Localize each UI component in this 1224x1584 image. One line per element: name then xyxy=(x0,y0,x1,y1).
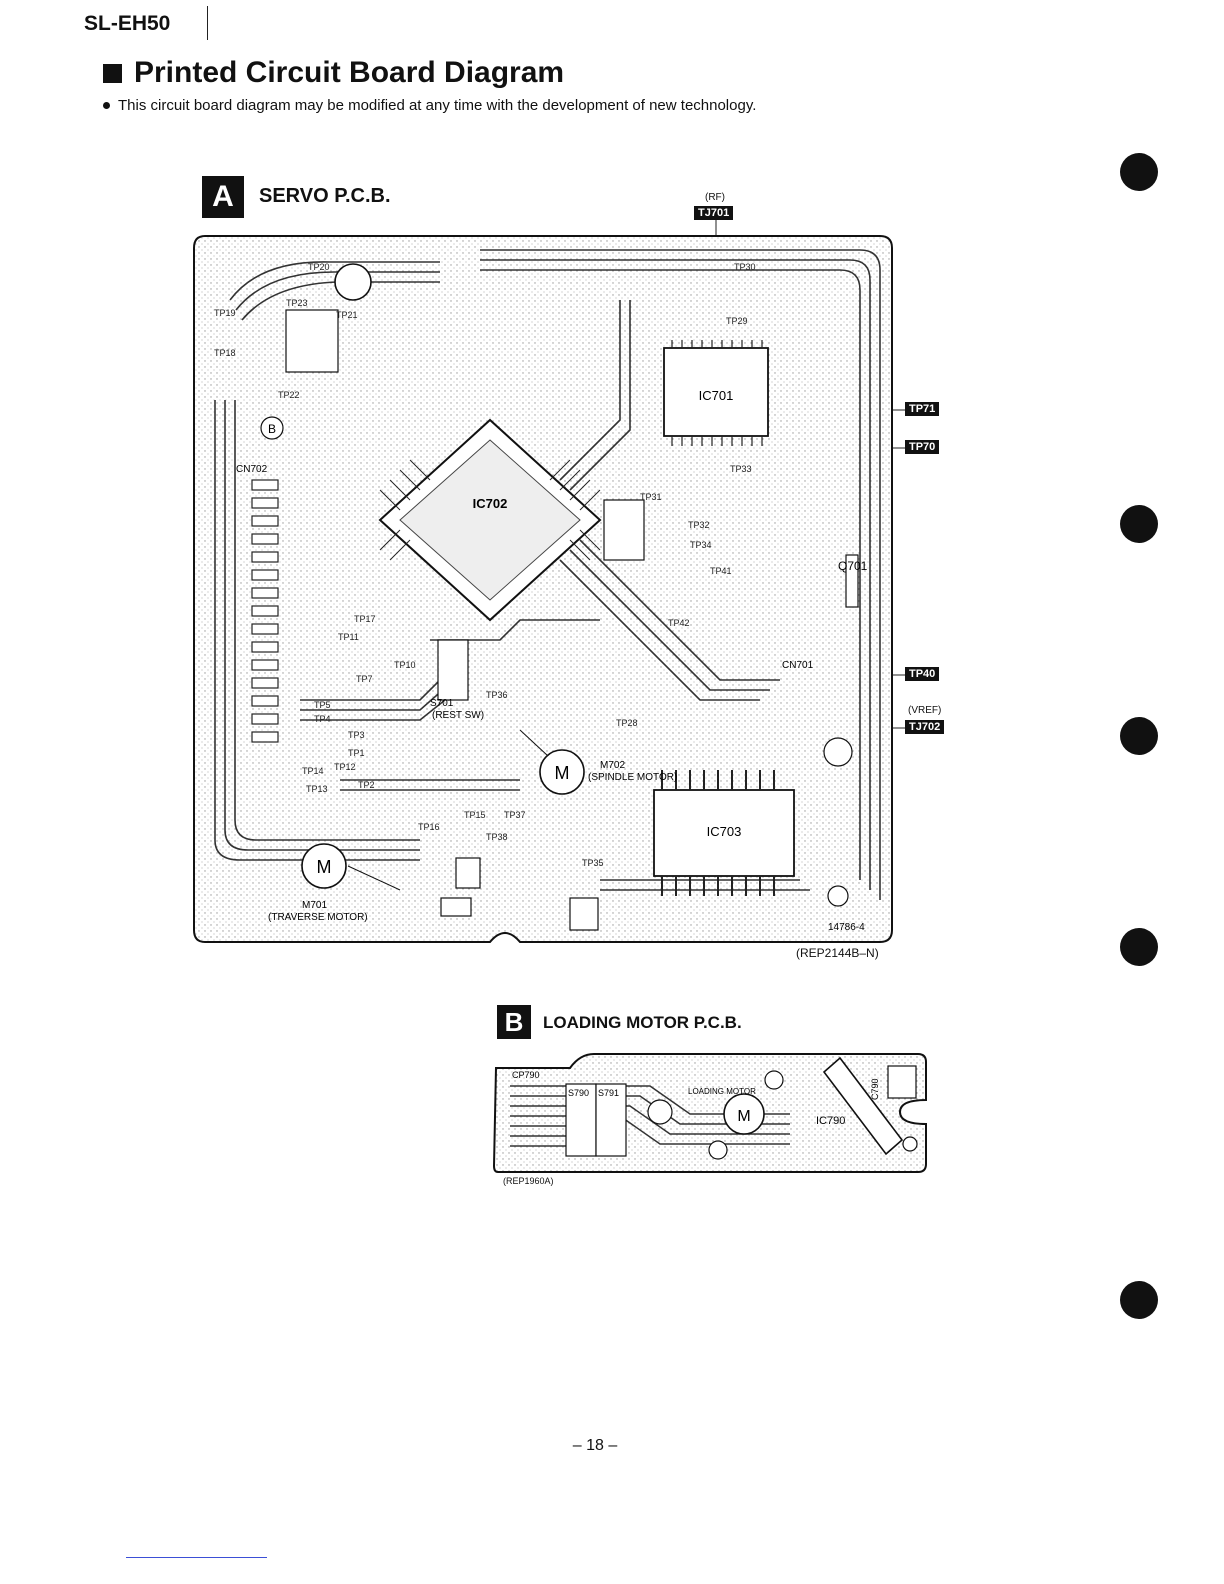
s701-desc: (REST SW) xyxy=(432,710,484,721)
tp-label: TP15 xyxy=(464,810,486,820)
tp-label: TP3 xyxy=(348,730,365,740)
tp-label: TP30 xyxy=(734,262,756,272)
page-number: – 18 – xyxy=(572,1437,618,1454)
section-b-title: LOADING MOTOR P.C.B. xyxy=(543,1013,742,1032)
tp-label: TP5 xyxy=(314,700,331,710)
tp-label: TP7 xyxy=(356,674,373,684)
section-a-badge: A xyxy=(202,176,244,218)
tp-label: TP11 xyxy=(338,632,359,642)
model-number: SL-EH50 xyxy=(84,12,171,35)
tp-label: TP4 xyxy=(314,714,331,724)
tp-label: TP31 xyxy=(640,492,662,502)
board-code: 14786-4 xyxy=(828,922,865,933)
title-bullet-icon xyxy=(103,63,122,83)
m701-label: M701 xyxy=(302,900,327,911)
tp-label: TP2 xyxy=(358,780,375,790)
loading-ref-code: (REP1960A) xyxy=(503,1176,554,1186)
tj701-signal-label: (RF) xyxy=(705,192,725,203)
tp-label: TP22 xyxy=(278,390,300,400)
bullet-icon xyxy=(103,102,110,109)
section-b-badge: B xyxy=(497,1005,531,1039)
tp-label: TP41 xyxy=(710,566,732,576)
ic702-label: IC702 xyxy=(473,496,508,511)
cp790-label: CP790 xyxy=(512,1070,540,1080)
note-text: This circuit board diagram may be modifi… xyxy=(118,97,757,114)
tp-label: TP32 xyxy=(688,520,710,530)
page-title-row: Printed Circuit Board Diagram xyxy=(103,56,564,90)
s790-label: S790 xyxy=(568,1088,589,1098)
spindle-motor-symbol: M xyxy=(555,763,570,783)
page-note: This circuit board diagram may be modifi… xyxy=(103,97,756,114)
cn701-label: CN701 xyxy=(782,660,814,671)
servo-ref-code: (REP2144B–N) xyxy=(796,946,879,960)
ic790-label: IC790 xyxy=(816,1115,845,1127)
footer-rule xyxy=(126,1557,267,1558)
tp-label: TP18 xyxy=(214,348,236,358)
ic701-label: IC701 xyxy=(699,388,734,403)
loading-motor-label: LOADING MOTOR xyxy=(688,1087,756,1096)
m702-desc: (SPINDLE MOTOR) xyxy=(588,772,677,783)
tp-label: TP19 xyxy=(214,308,236,318)
punch-hole-icon xyxy=(1120,153,1158,191)
tp-label: TP13 xyxy=(306,784,328,794)
tp-label: TP42 xyxy=(668,618,690,628)
cn702-label: CN702 xyxy=(236,464,268,475)
tp-label: TP17 xyxy=(354,614,376,624)
punch-hole-icon xyxy=(1120,717,1158,755)
traverse-motor-symbol: M xyxy=(317,857,332,877)
tp-label: TP37 xyxy=(504,810,526,820)
m701-desc: (TRAVERSE MOTOR) xyxy=(268,912,368,923)
loading-pcb-diagram: M CP790 S790 S791 LOADING MOTOR IC790 C7… xyxy=(492,1053,927,1173)
punch-hole-icon xyxy=(1120,928,1158,966)
tp-label: TP28 xyxy=(616,718,638,728)
page-title: Printed Circuit Board Diagram xyxy=(134,56,565,89)
tp-label: TP34 xyxy=(690,540,712,550)
tp-label: TP23 xyxy=(286,298,308,308)
tp-label: TP21 xyxy=(336,310,358,320)
tp-label: TP38 xyxy=(486,832,508,842)
section-a-title: SERVO P.C.B. xyxy=(259,185,391,207)
tp-label: TP14 xyxy=(302,766,324,776)
tp-label: TP36 xyxy=(486,690,508,700)
tp-label: TP12 xyxy=(334,762,356,772)
tp71-tag: TP71 xyxy=(905,402,940,416)
q701-label: Q701 xyxy=(838,559,868,573)
tj701-tag: TJ701 xyxy=(694,206,734,220)
tp40-tag: TP40 xyxy=(905,667,940,681)
m702-label: M702 xyxy=(600,760,625,771)
ic703-label: IC703 xyxy=(707,824,742,839)
tp70-tag: TP70 xyxy=(905,440,940,454)
tp-label: TP35 xyxy=(582,858,604,868)
tp-label: TP16 xyxy=(418,822,440,832)
tp-label: TP20 xyxy=(308,262,330,272)
s701-label: S701 xyxy=(430,698,454,709)
tj702-tag: TJ702 xyxy=(905,720,945,734)
tp-label: TP29 xyxy=(726,316,748,326)
tp-label: TP1 xyxy=(348,748,365,758)
tp-label: TP10 xyxy=(394,660,416,670)
punch-hole-icon xyxy=(1120,1281,1158,1319)
s791-label: S791 xyxy=(598,1088,619,1098)
connector-b-label: B xyxy=(268,422,276,436)
loading-motor-symbol: M xyxy=(737,1108,750,1125)
punch-hole-icon xyxy=(1120,505,1158,543)
c790-label: C790 xyxy=(870,1078,880,1100)
tj702-signal-label: (VREF) xyxy=(908,705,942,716)
tp-label: TP33 xyxy=(730,464,752,474)
header-divider xyxy=(207,6,208,40)
